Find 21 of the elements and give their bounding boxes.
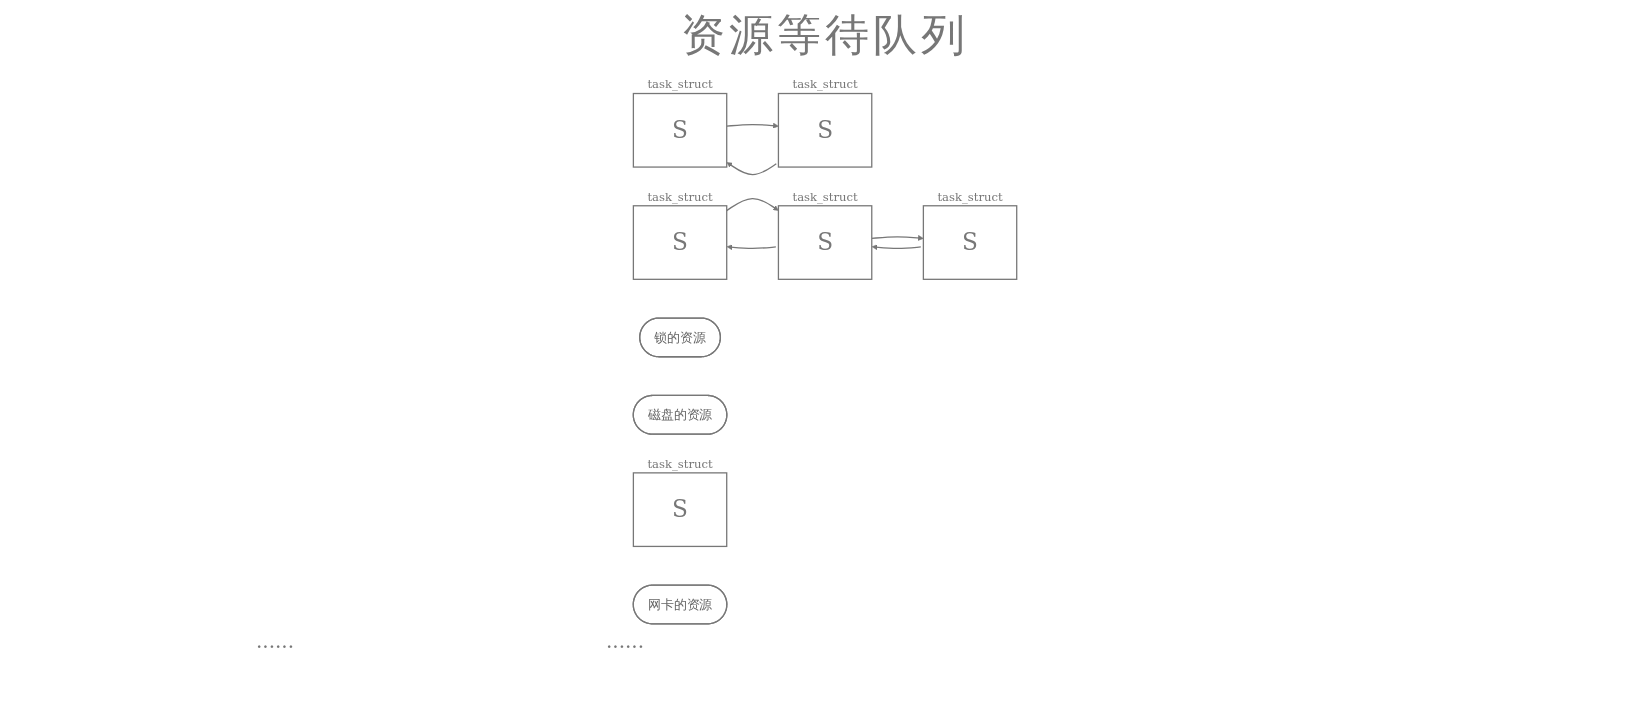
struct-caption: task_struct [792, 189, 858, 204]
arrow [871, 244, 922, 250]
arrow [726, 122, 779, 129]
node-box: S [777, 205, 873, 280]
struct-caption: task_struct [647, 189, 713, 204]
ellipsis-note: ...... [255, 629, 295, 653]
node-box: S [632, 92, 728, 168]
arrow [871, 235, 924, 241]
ellipsis-note: ...... [605, 629, 645, 653]
struct-caption: task_struct [937, 189, 1003, 204]
arrow [726, 162, 777, 176]
node-box: S [632, 472, 728, 548]
node-box: S [777, 92, 873, 168]
node-box: S [632, 205, 728, 280]
diagram-title: 资源等待队列 [680, 8, 970, 62]
node-box: S [922, 205, 1018, 280]
struct-caption: task_struct [792, 77, 858, 92]
arrow [726, 244, 777, 250]
arrow [726, 197, 779, 212]
struct-caption: task_struct [647, 77, 713, 92]
struct-caption: task_struct [647, 456, 713, 471]
